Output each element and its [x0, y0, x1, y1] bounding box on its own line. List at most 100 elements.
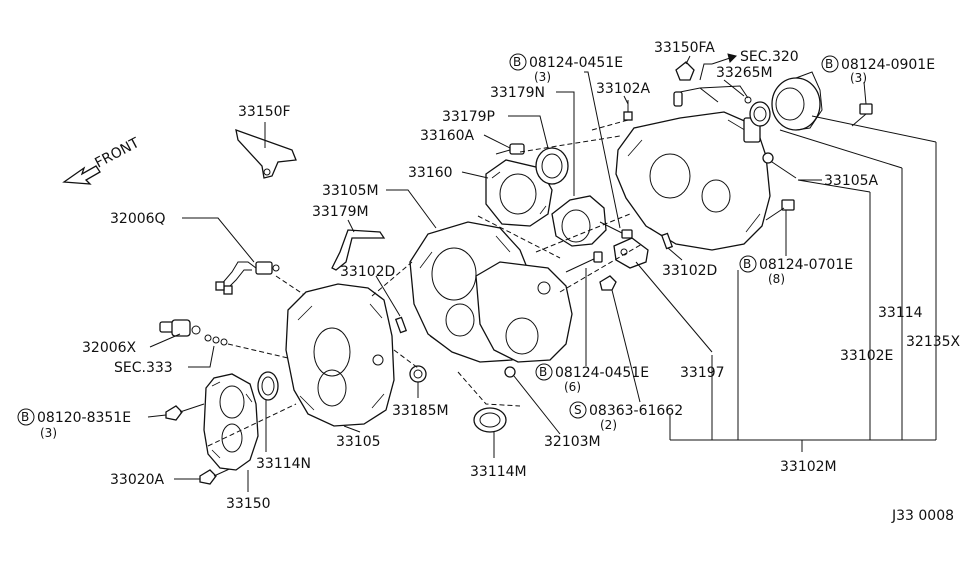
kit-bracket-33102m	[669, 115, 937, 452]
oil-seal-33105a-part	[749, 101, 771, 127]
label-33197: 33197	[680, 365, 725, 381]
bolt-marker-icon	[739, 255, 757, 273]
label-33102m: 33102M	[780, 459, 837, 475]
qty-08124-0901e: (3)	[850, 71, 867, 85]
oil-seal-33185m-part	[409, 365, 427, 383]
leader-33179m	[347, 219, 355, 233]
label-32006q: 32006Q	[110, 211, 166, 227]
leader-33265m	[723, 79, 745, 97]
label-33102d-left: 33102D	[340, 264, 395, 280]
svg-text:S: S	[574, 403, 582, 417]
label-33102d-right: 33102D	[662, 263, 717, 279]
label-33179n: 33179N	[490, 85, 545, 101]
leader-33160a	[483, 134, 511, 149]
label-sec320: SEC.320	[740, 49, 799, 65]
front-arrow-icon	[62, 165, 101, 185]
oil-seal-33114n-part	[257, 371, 279, 401]
center-case-part	[475, 261, 573, 363]
leader-32103m	[513, 375, 561, 435]
label-08124-0451e-top: 08124-0451E	[529, 55, 623, 71]
harness-33265m-part	[673, 85, 752, 107]
diagram-id: J33 0008	[891, 508, 954, 524]
screw-08363-61662-icon	[599, 275, 617, 291]
leader-33179n	[556, 91, 575, 196]
label-33105a: 33105A	[824, 173, 879, 189]
leader-33105m	[386, 189, 437, 229]
bolt-08120-8351e-icon	[165, 403, 205, 421]
label-32135x: 32135X	[906, 334, 961, 350]
svg-text:B: B	[513, 55, 521, 69]
qty-08124-0451e-mid: (6)	[564, 380, 581, 394]
arrow-right-icon	[711, 53, 737, 65]
label-08124-0901e: 08124-0901E	[841, 57, 935, 73]
leader-sec333	[188, 345, 215, 368]
front-case-33105-part	[285, 283, 395, 427]
leader-33150fa	[685, 55, 691, 65]
label-08124-0451e-mid: 08124-0451E	[555, 365, 649, 381]
qty-08124-0701e: (8)	[768, 272, 785, 286]
leader-33102d-left	[375, 275, 401, 317]
label-33105m: 33105M	[322, 183, 379, 199]
qty-08124-0451e-top: (3)	[534, 70, 551, 84]
label-08124-0701e: 08124-0701E	[759, 257, 853, 273]
dowel-33102d-left-part	[394, 316, 408, 334]
label-33150fa: 33150FA	[654, 40, 715, 56]
label-32103m: 32103M	[544, 434, 601, 450]
label-33020a: 33020A	[110, 472, 165, 488]
label-33150: 33150	[226, 496, 271, 512]
label-33150f: 33150F	[238, 104, 291, 120]
leader-32006q	[182, 217, 255, 263]
label-sec333: SEC.333	[114, 360, 173, 376]
front-cover-33150-part	[203, 373, 259, 471]
bolt-marker-icon	[535, 363, 553, 381]
label-33114n: 33114N	[256, 456, 311, 472]
label-08120-8351e: 08120-8351E	[37, 410, 131, 426]
gasket-33179m-part	[331, 229, 386, 271]
qty-08363-61662: (2)	[600, 418, 617, 432]
bracket-33150f-part	[235, 129, 297, 179]
svg-text:B: B	[825, 57, 833, 71]
bolt-08124-0901e-icon	[851, 103, 873, 127]
leader-32006x	[149, 333, 181, 348]
switch-32006x-part	[159, 319, 228, 346]
bolt-marker-icon	[17, 408, 35, 426]
bolt-33160a-icon	[495, 143, 525, 155]
label-33179m: 33179M	[312, 204, 369, 220]
clip-33150fa-part	[675, 61, 695, 81]
sensor-32006q-part	[215, 261, 280, 295]
label-33179p: 33179P	[442, 109, 495, 125]
svg-text:B: B	[539, 365, 547, 379]
screw-marker-icon	[569, 401, 587, 419]
leader-33160	[461, 171, 489, 179]
label-33114m: 33114M	[470, 464, 527, 480]
bolt-08124-0701e-icon	[765, 199, 795, 221]
label-33160a: 33160A	[420, 128, 475, 144]
bolt-marker-icon	[821, 55, 839, 73]
bushing-33179n-part	[551, 195, 607, 247]
label-32006x: 32006X	[82, 340, 137, 356]
leader-33102d-right	[667, 247, 683, 261]
leader-33105	[343, 425, 361, 433]
leader-08124-0901e	[863, 81, 867, 105]
label-08363-61662: 08363-61662	[589, 403, 683, 419]
label-33160: 33160	[408, 165, 453, 181]
label-33185m: 33185M	[392, 403, 449, 419]
label-33105: 33105	[336, 434, 381, 450]
leader-33179p	[508, 115, 549, 149]
seal-33179p-part	[535, 147, 569, 185]
bolt-marker-icon	[509, 53, 527, 71]
leader-08363-61662	[611, 289, 641, 403]
extension-33160-part	[485, 159, 553, 227]
leader-08124-0451e-top	[584, 71, 621, 229]
leader-33197	[635, 261, 713, 353]
front-label: FRONT	[92, 135, 142, 172]
dowel-33102d-right-part	[660, 232, 674, 250]
oil-seal-33114m-part	[473, 407, 507, 433]
label-33265m: 33265M	[716, 65, 773, 81]
bearing-32135x-part	[771, 71, 823, 131]
qty-08120-8351e: (3)	[40, 426, 57, 440]
svg-text:B: B	[21, 410, 29, 424]
leader-33102a	[623, 95, 629, 105]
